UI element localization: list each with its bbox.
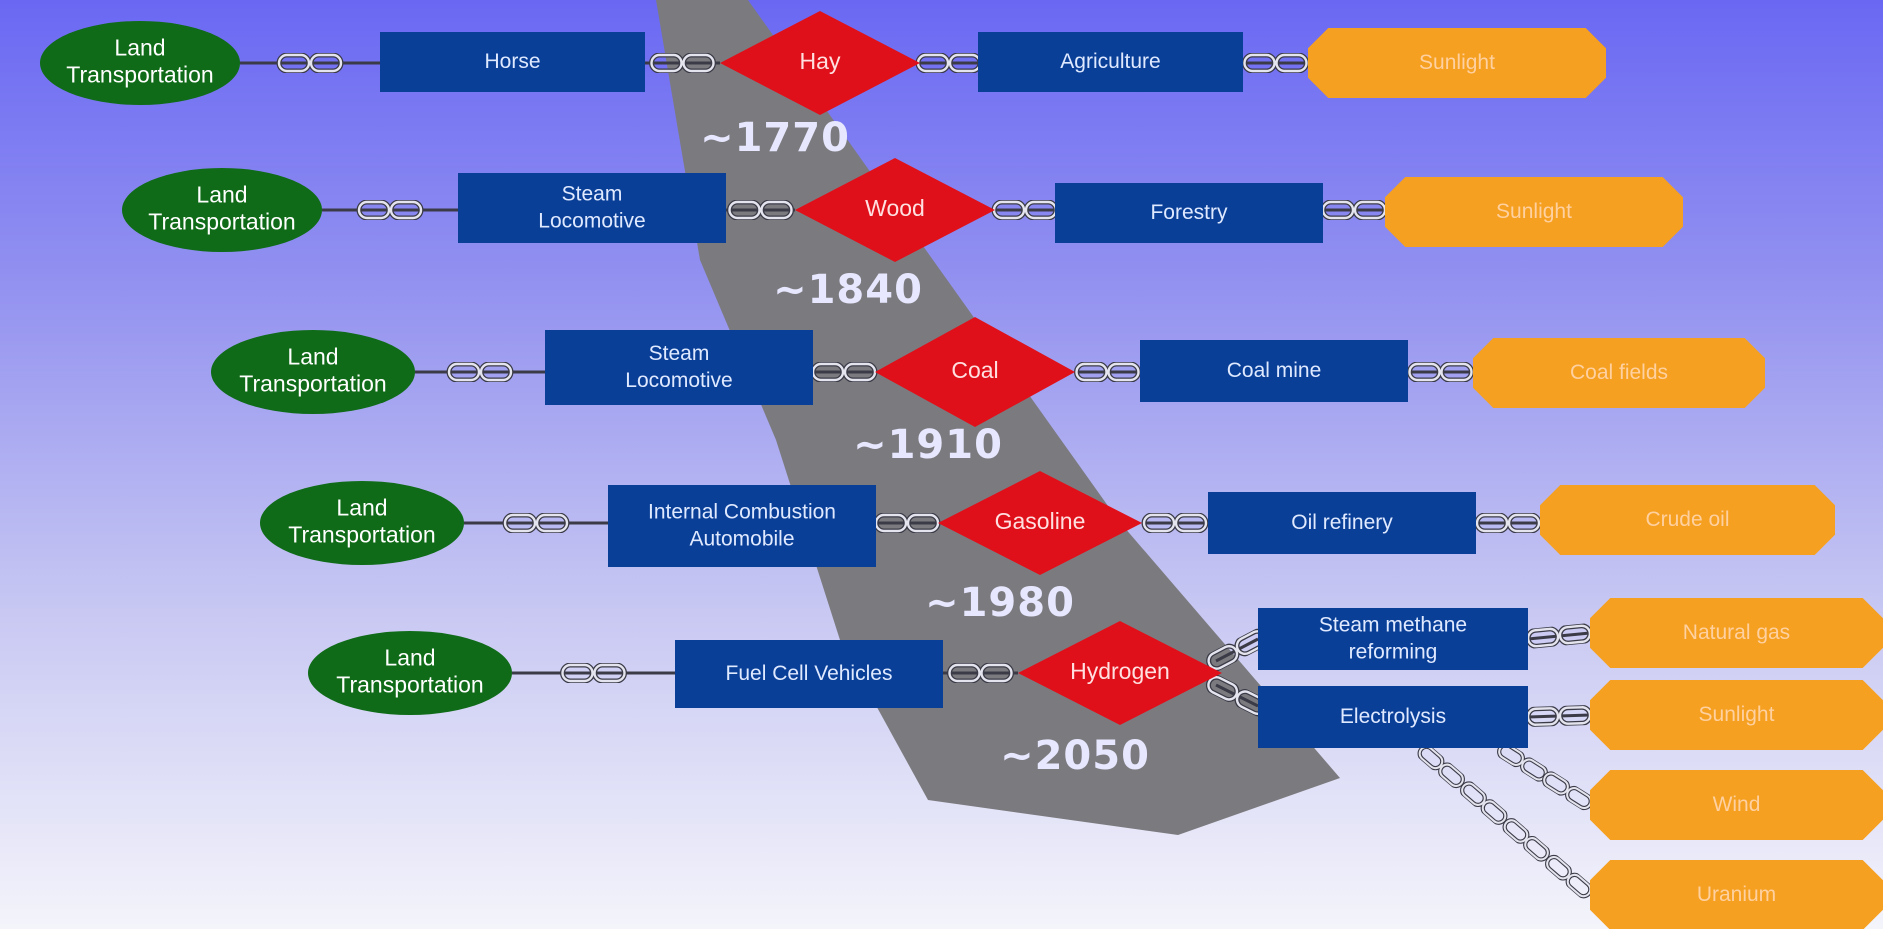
row-2-year: ~1840 — [773, 267, 923, 313]
row-1-chain-4 — [1243, 55, 1308, 71]
row-4-chain-1 — [464, 515, 608, 531]
row-1-chain-1 — [240, 55, 380, 71]
row-1-fuel-shape — [720, 11, 920, 115]
row-3-year: ~1910 — [853, 422, 1003, 468]
row-3-vehicle-type-shape — [211, 330, 415, 414]
row-3-technology-shape — [545, 330, 813, 405]
row-5-source-4-shape — [1590, 860, 1883, 929]
row-4-chain-2 — [876, 515, 938, 531]
row-3-fuel-label: Coal — [951, 357, 998, 383]
row-4-source-label: Crude oil — [1645, 508, 1729, 531]
row-2-chain-4 — [1323, 202, 1385, 218]
row-1-technology-label: Horse — [484, 50, 540, 73]
row-5-chain-to-source-2 — [1528, 707, 1590, 725]
row-5-technology-shape — [675, 640, 943, 708]
row-4-process-shape — [1208, 492, 1476, 554]
row-1-vehicle-type-shape — [40, 21, 240, 105]
row-1-technology-shape — [380, 32, 645, 92]
row-5-technology-label: Fuel Cell Vehicles — [726, 662, 893, 685]
row-2-vehicle-type-shape — [122, 168, 322, 252]
row-5-process-2-shape — [1258, 686, 1528, 748]
row-4-year: ~1980 — [925, 580, 1075, 626]
row-1-process-shape — [978, 32, 1243, 92]
row-1-source-shape — [1308, 28, 1606, 98]
row-3-chain-2 — [813, 364, 875, 380]
row-3-chain-3 — [1075, 364, 1140, 380]
row-5-source-4-label: Uranium — [1697, 883, 1776, 906]
row-2-chain-3 — [994, 202, 1056, 218]
row-4-fuel-label: Gasoline — [995, 508, 1086, 534]
row-1-year: ~1770 — [700, 115, 850, 161]
row-5-source-2-label: Sunlight — [1699, 703, 1775, 726]
row-5-chain-to-process-2 — [1206, 674, 1269, 716]
row-5-chain-1 — [512, 665, 675, 681]
connector-layer — [240, 55, 1593, 899]
row-5-fuel-label: Hydrogen — [1070, 658, 1170, 684]
row-4-technology-shape — [608, 485, 876, 567]
row-2-source-label: Sunlight — [1496, 200, 1572, 223]
row-2-technology-shape — [458, 173, 726, 243]
row-3-chain-4 — [1408, 364, 1473, 380]
row-3-process-shape — [1140, 340, 1408, 402]
row-1-source-label: Sunlight — [1419, 51, 1495, 74]
row-1-fuel-label: Hay — [800, 48, 841, 74]
row-5-year: ~2050 — [1000, 733, 1150, 779]
row-2-fuel-label: Wood — [865, 195, 925, 221]
row-5-process-2-label: Electrolysis — [1340, 705, 1446, 728]
row-5-process-1-shape — [1258, 608, 1528, 670]
row-1-process-label: Agriculture — [1060, 50, 1160, 73]
row-3-source-label: Coal fields — [1570, 361, 1668, 384]
row-5-chain-to-source-4 — [1417, 744, 1593, 899]
row-2-chain-1 — [322, 202, 458, 218]
row-2-process-label: Forestry — [1150, 201, 1228, 224]
row-5-chain-to-source-1 — [1527, 625, 1590, 647]
row-5-source-3-label: Wind — [1713, 793, 1761, 816]
row-2-chain-2 — [726, 202, 795, 218]
row-5-vehicle-type-shape — [308, 631, 512, 715]
row-4-source-shape — [1540, 485, 1835, 555]
row-2-fuel-shape — [795, 158, 995, 262]
row-4-vehicle-type-shape — [260, 481, 464, 565]
row-4-fuel-shape — [938, 471, 1142, 575]
row-5-source-2-shape — [1590, 680, 1883, 750]
row-4-process-label: Oil refinery — [1291, 511, 1393, 534]
row-5-fuel-shape — [1018, 621, 1222, 725]
row-4-chain-3 — [1142, 515, 1208, 531]
row-3-chain-1 — [415, 364, 545, 380]
row-2-source-shape — [1385, 177, 1683, 247]
row-3-source-shape — [1473, 338, 1765, 408]
row-5-chain-to-process-1 — [1206, 629, 1268, 672]
row-5-chain-2 — [943, 665, 1018, 681]
row-5-source-1-label: Natural gas — [1683, 621, 1790, 644]
row-1-chain-2 — [645, 55, 720, 71]
row-5-source-1-shape — [1590, 598, 1883, 668]
row-5-chain-to-source-3 — [1497, 742, 1594, 810]
row-3-fuel-shape — [875, 317, 1075, 427]
row-4-chain-4 — [1476, 515, 1540, 531]
row-5-source-3-shape — [1590, 770, 1883, 840]
row-3-process-label: Coal mine — [1227, 359, 1322, 382]
row-1-chain-3 — [918, 55, 980, 71]
row-2-process-shape — [1055, 183, 1323, 243]
